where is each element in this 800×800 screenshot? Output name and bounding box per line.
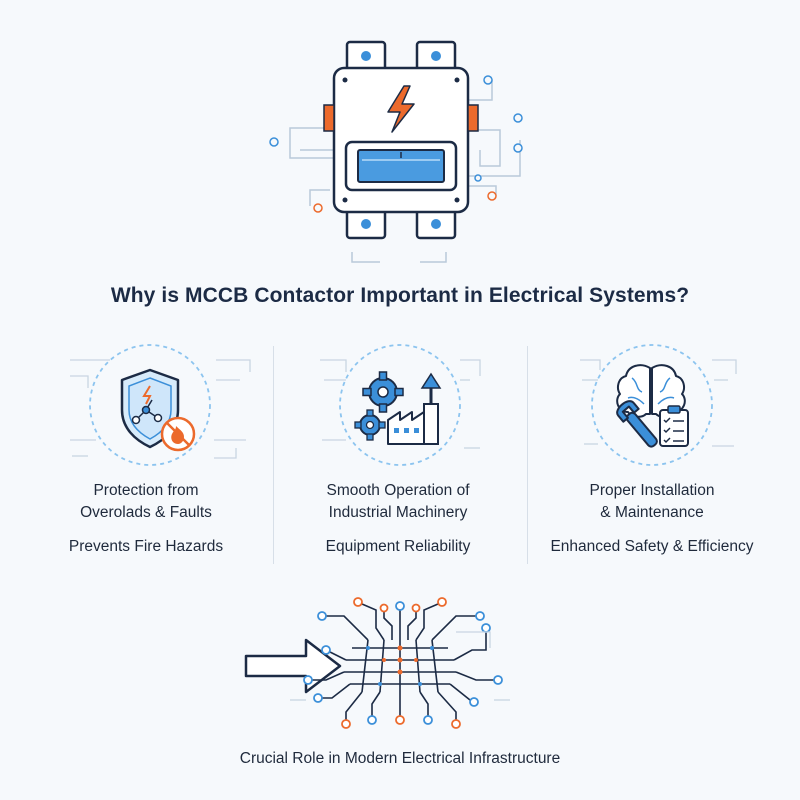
benefit-heading: Smooth Operation of Industrial Machinery [326,482,470,521]
column-divider-1 [273,346,274,564]
gears-factory-icon [320,344,481,466]
benefit-heading: Proper Installation & Maintenance [589,482,715,521]
footer-caption: Crucial Role in Modern Electrical Infras… [239,750,561,767]
shield-fire-icon [70,344,251,466]
benefit-column-maintenance: Proper Installation & Maintenance Enhanc… [537,480,767,556]
benefit-subtext: Prevents Fire Hazards [68,538,224,555]
infrastructure-circuit-icon [244,597,510,729]
benefit-column-protection: Protection from Overolads & Faults Preve… [31,480,261,556]
benefit-subtext: Equipment Reliability [325,538,471,555]
mccb-contactor-icon [269,40,523,263]
benefit-column-operation: Smooth Operation of Industrial Machinery… [283,480,513,556]
benefit-heading: Protection from Overolads & Faults [80,482,212,521]
column-divider-2 [527,346,528,564]
brain-wrench-checklist-icon [580,344,737,466]
benefit-subtext: Enhanced Safety & Efficiency [550,538,754,555]
page-title: Why is MCCB Contactor Important in Elect… [110,284,690,307]
